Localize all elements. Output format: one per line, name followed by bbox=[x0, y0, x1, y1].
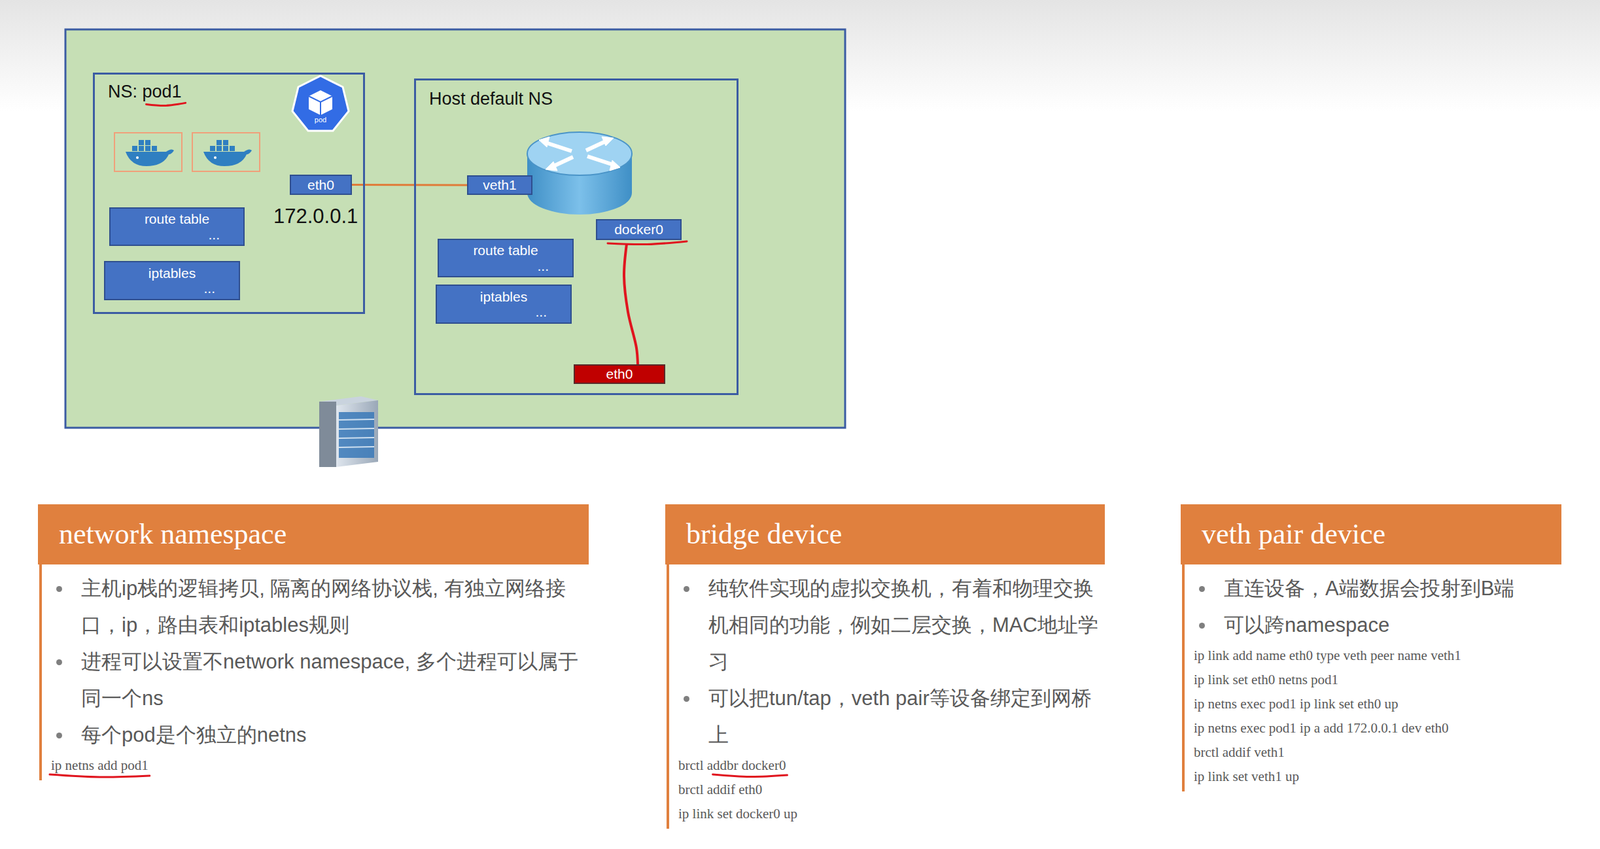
panel-body: 直连设备，A端数据会投射到B端可以跨namespaceip link add n… bbox=[1182, 564, 1562, 792]
bullet-dot bbox=[683, 695, 690, 702]
box-label: iptables bbox=[442, 289, 566, 305]
icon-caption: pod bbox=[314, 115, 327, 125]
bullet-item: 直连设备，A端数据会投射到B端 bbox=[1184, 570, 1562, 608]
bullet-text: 主机ip栈的逻辑拷贝, 隔离的网络协议栈, 有独立网络接口，ip，路由表和ipt… bbox=[81, 570, 587, 644]
interface-box: iptables... bbox=[435, 284, 572, 324]
bullet-item: 进程可以设置不network namespace, 多个进程可以属于同一个ns bbox=[41, 643, 589, 717]
bullet-dot bbox=[683, 586, 690, 592]
physical-nic-box: eth0 bbox=[573, 364, 666, 384]
interface-box: veth1 bbox=[467, 175, 533, 195]
bullet-item: 可以把tun/tap，veth pair等设备绑定到网桥上 bbox=[669, 680, 1105, 754]
bullet-dot bbox=[56, 732, 63, 739]
interface-box: route table... bbox=[437, 238, 574, 278]
bullet-item: 纯软件实现的虚拟交换机，有着和物理交换机相同的功能，例如二层交换，MAC地址学习 bbox=[669, 570, 1105, 681]
ellipsis: ... bbox=[110, 280, 234, 296]
panel-header: network namespace bbox=[37, 504, 589, 565]
command-line: brctl addif eth0 bbox=[678, 777, 763, 802]
docker-container-icon bbox=[114, 132, 182, 172]
box-label: iptables bbox=[110, 265, 234, 281]
hand-underline bbox=[713, 774, 788, 778]
interface-box: iptables... bbox=[104, 260, 241, 301]
command-line: ip netns exec pod1 ip a add 172.0.0.1 de… bbox=[1193, 716, 1449, 741]
bullet-item: 主机ip栈的逻辑拷贝, 隔离的网络协议栈, 有独立网络接口，ip，路由表和ipt… bbox=[41, 570, 589, 644]
interface-box: eth0 bbox=[289, 174, 352, 195]
command-line: ip netns exec pod1 ip link set eth0 up bbox=[1193, 692, 1399, 717]
panel-body: 纯软件实现的虚拟交换机，有着和物理交换机相同的功能，例如二层交换，MAC地址学习… bbox=[666, 564, 1105, 829]
host-machine-area bbox=[65, 29, 846, 428]
hand-underline bbox=[146, 102, 186, 106]
pod-icon bbox=[292, 75, 349, 131]
bullet-text: 可以跨namespace bbox=[1223, 607, 1559, 644]
command-line: brctl addbr docker0 bbox=[678, 753, 786, 778]
panel-header: veth pair device bbox=[1180, 504, 1562, 565]
info-panel: veth pair device直连设备，A端数据会投射到B端可以跨namesp… bbox=[1180, 504, 1562, 792]
connector bbox=[624, 243, 638, 365]
interface-box: docker0 bbox=[595, 219, 682, 241]
command-line: ip link set docker0 up bbox=[678, 801, 798, 827]
command-line: ip link set veth1 up bbox=[1193, 764, 1300, 789]
bullet-dot bbox=[1199, 586, 1205, 592]
hand-underline bbox=[607, 241, 687, 245]
ellipsis: ... bbox=[442, 304, 566, 320]
ellipsis: ... bbox=[115, 226, 239, 243]
command-line: brctl addif veth1 bbox=[1193, 740, 1285, 765]
info-panel: bridge device纯软件实现的虚拟交换机，有着和物理交换机相同的功能，例… bbox=[665, 504, 1105, 829]
docker-container-icon bbox=[192, 132, 260, 172]
ellipsis: ... bbox=[444, 258, 568, 274]
connector bbox=[351, 183, 468, 187]
namespace-heading: Host default NS bbox=[429, 88, 553, 110]
bullet-text: 可以把tun/tap，veth pair等设备绑定到网桥上 bbox=[708, 680, 1103, 754]
box-label: veth1 bbox=[473, 177, 526, 193]
panel-body: 主机ip栈的逻辑拷贝, 隔离的网络协议栈, 有独立网络接口，ip，路由表和ipt… bbox=[39, 564, 589, 781]
info-panel: network namespace主机ip栈的逻辑拷贝, 隔离的网络协议栈, 有… bbox=[37, 504, 589, 781]
bullet-text: 纯软件实现的虚拟交换机，有着和物理交换机相同的功能，例如二层交换，MAC地址学习 bbox=[708, 570, 1103, 681]
namespace-heading: NS: pod1 bbox=[107, 81, 182, 103]
bullet-item: 每个pod是个独立的netns bbox=[41, 716, 589, 754]
bullet-text: 进程可以设置不network namespace, 多个进程可以属于同一个ns bbox=[81, 643, 587, 717]
ip-address: 172.0.0.1 bbox=[273, 204, 358, 229]
bullet-dot bbox=[56, 659, 63, 666]
box-label: docker0 bbox=[602, 221, 676, 237]
bullet-text: 每个pod是个独立的netns bbox=[81, 716, 587, 754]
box-label: eth0 bbox=[296, 177, 346, 193]
command-line: ip link add name eth0 type veth peer nam… bbox=[1193, 643, 1462, 668]
command-line: ip link set eth0 netns pod1 bbox=[1193, 667, 1339, 693]
box-label: route table bbox=[444, 242, 568, 258]
box-label: eth0 bbox=[580, 366, 659, 382]
bullet-dot bbox=[1199, 622, 1205, 629]
bullet-item: 可以跨namespace bbox=[1184, 607, 1562, 644]
panel-header: bridge device bbox=[665, 504, 1105, 565]
namespace-box: NS: pod1eth0route table...iptables... bbox=[92, 72, 366, 314]
namespace-box: Host default NS veth1 docker0 route table..… bbox=[414, 78, 739, 396]
box-label: route table bbox=[115, 211, 239, 227]
server-icon bbox=[319, 396, 379, 468]
hand-underline bbox=[49, 774, 150, 778]
interface-box: route table... bbox=[109, 207, 245, 246]
bullet-text: 直连设备，A端数据会投射到B端 bbox=[1223, 570, 1559, 608]
bullet-dot bbox=[56, 586, 63, 592]
router-icon bbox=[527, 132, 632, 215]
command-line: ip netns add pod1 bbox=[51, 753, 149, 778]
